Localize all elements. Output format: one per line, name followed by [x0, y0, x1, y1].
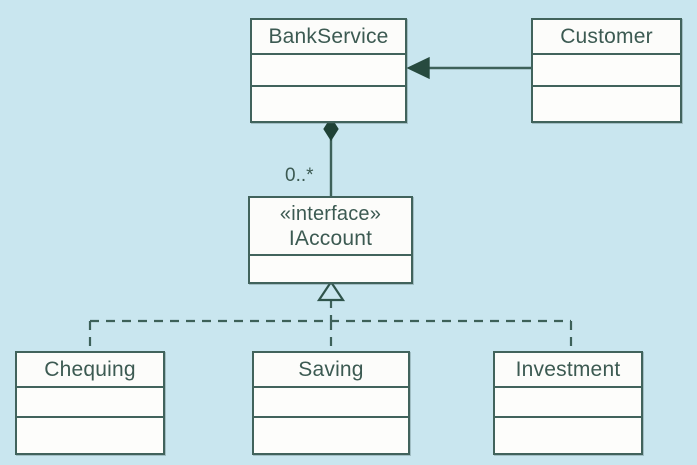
- class-name-investment: Investment: [495, 353, 641, 386]
- attributes-compartment-chequing: [17, 385, 163, 417]
- attributes-compartment-customer: [533, 53, 680, 85]
- attributes-compartment-saving: [254, 385, 408, 417]
- class-box-bankservice[interactable]: BankService: [250, 18, 407, 123]
- operations-compartment-chequing: [17, 416, 163, 453]
- stereotype-label-interface: «interface»: [279, 202, 382, 225]
- class-name-saving: Saving: [254, 353, 408, 386]
- class-title-text: BankService: [268, 25, 389, 49]
- operations-compartment-saving: [254, 416, 408, 453]
- class-title-text: Investment: [515, 357, 621, 381]
- class-box-saving[interactable]: Saving: [252, 351, 410, 455]
- class-box-chequing[interactable]: Chequing: [15, 351, 165, 455]
- members-compartment-iaccount: [250, 254, 411, 282]
- class-name-chequing: Chequing: [17, 353, 163, 386]
- edge-customer-to-bankservice: [406, 56, 531, 80]
- class-name-customer: Customer: [533, 20, 680, 54]
- filled-triangle-arrowhead: [406, 56, 430, 80]
- class-box-investment[interactable]: Investment: [493, 351, 643, 455]
- hollow-triangle-arrowhead: [316, 280, 346, 302]
- multiplicity-label-0-star: 0..*: [285, 165, 314, 186]
- operations-compartment-bankservice: [252, 84, 405, 121]
- class-name-iaccount: «interface» IAccount: [250, 198, 411, 255]
- class-name-bankservice: BankService: [252, 20, 405, 54]
- edge-bankservice-to-iaccount: [323, 116, 339, 196]
- edge-realization-tree: [88, 299, 573, 351]
- class-title-text: IAccount: [288, 226, 373, 250]
- class-title-text: Customer: [560, 25, 653, 49]
- operations-compartment-customer: [533, 84, 680, 121]
- attributes-compartment-bankservice: [252, 53, 405, 85]
- filled-diamond-arrowhead: [323, 116, 339, 142]
- attributes-compartment-investment: [495, 385, 641, 417]
- class-box-iaccount[interactable]: «interface» IAccount: [248, 196, 413, 284]
- operations-compartment-investment: [495, 416, 641, 453]
- class-box-customer[interactable]: Customer: [531, 18, 682, 123]
- class-title-text: Saving: [298, 357, 364, 381]
- class-title-text: Chequing: [44, 357, 136, 381]
